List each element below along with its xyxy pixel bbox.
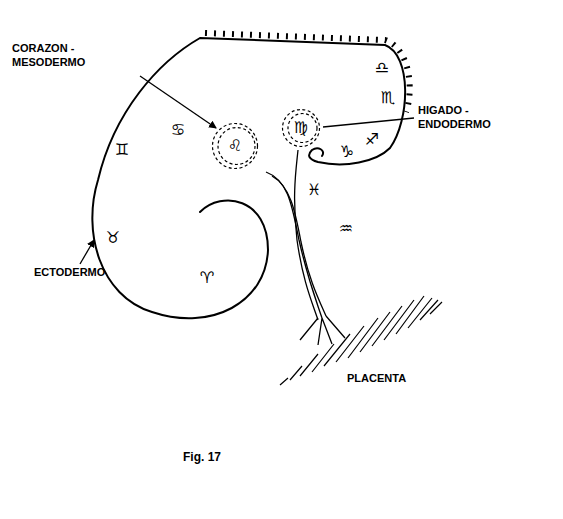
back-hatching bbox=[205, 33, 410, 112]
heart-circle: ♌ bbox=[211, 122, 259, 170]
liver-circle: ♍ bbox=[281, 108, 321, 148]
zodiac-sign: ♎ bbox=[375, 60, 389, 76]
zodiac-sign: ♓ bbox=[307, 182, 321, 198]
zodiac-sign: ♉ bbox=[106, 230, 120, 246]
organ-label: CORAZON - MESODERMO bbox=[12, 42, 94, 70]
zodiac-sign: ♈ bbox=[200, 270, 214, 286]
zodiac-sign: ♒ bbox=[339, 221, 353, 237]
zodiac-sign: ♍ bbox=[294, 120, 308, 136]
leader-line bbox=[140, 76, 216, 128]
figure-caption: Fig. 17 bbox=[183, 450, 221, 465]
zodiac-sign: ♌ bbox=[228, 138, 242, 154]
zodiac-sign: ♋ bbox=[171, 122, 185, 138]
layer-label: ECTODERMO bbox=[34, 266, 105, 280]
zodiac-sign: ♑ bbox=[340, 144, 354, 160]
leader-line bbox=[323, 118, 414, 127]
zodiac-sign: ♊ bbox=[115, 142, 129, 158]
umbilical-cord bbox=[266, 150, 345, 345]
organ-label: HIGADO - ENDODERMO bbox=[418, 104, 504, 132]
embryo-outline bbox=[92, 38, 405, 318]
zodiac-sign: ♐ bbox=[365, 132, 379, 148]
leader-line bbox=[80, 240, 94, 264]
placenta-hatching bbox=[280, 296, 442, 385]
placenta-label: PLACENTA bbox=[347, 372, 406, 386]
zodiac-sign: ♏ bbox=[381, 90, 395, 106]
